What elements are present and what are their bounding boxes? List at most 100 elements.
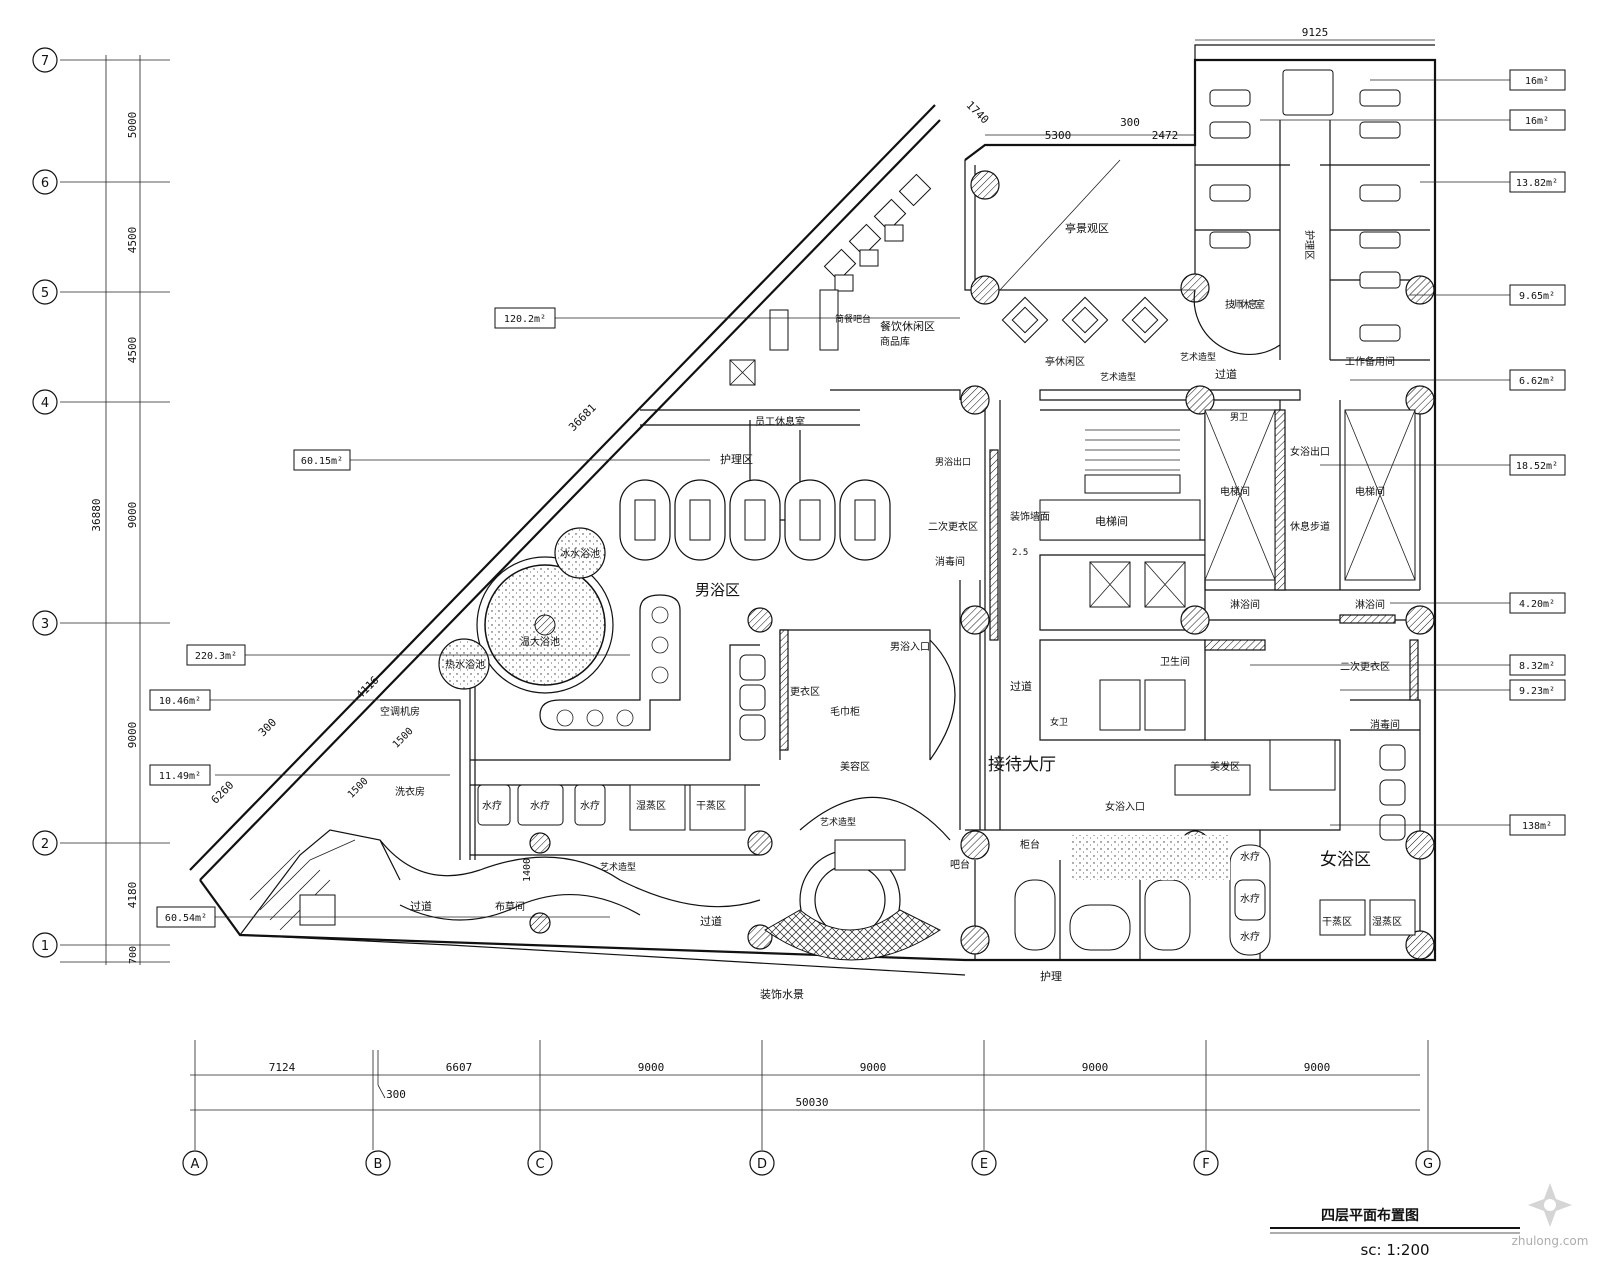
dim-top-9125: 9125: [1302, 26, 1329, 39]
dim-misc-1400: 1400: [522, 858, 533, 882]
area-right-9: 9.23m²: [1519, 686, 1555, 697]
hydro-steam-row: [477, 784, 746, 831]
dim-misc-1500a: 1500: [391, 726, 416, 751]
dim-misc-6260: 6260: [209, 779, 237, 807]
label-beauty-2: 美发区: [1210, 760, 1240, 773]
label-warm-pool: 热水浴池: [445, 658, 485, 671]
dim-bottom-9000b: 9000: [860, 1061, 887, 1074]
label-stair-area: 休息步道: [1290, 520, 1330, 533]
label-shower-right: 淋浴间: [1355, 598, 1385, 611]
label-hot-pool: 温大浴池: [520, 635, 560, 648]
label-dry-steam: 干蒸区: [696, 800, 726, 812]
label-staff-room: 员工休息室: [755, 415, 805, 428]
area-callouts-left: 120.2m² 60.15m² 220.3m² 10.46m² 11.49m² …: [149, 307, 960, 928]
label-second-dress: 二次更衣区: [928, 520, 978, 533]
dim-left-9000b: 9000: [126, 722, 139, 749]
dim-top-300: 300: [1120, 116, 1140, 129]
col-axis-bubbles: A B C D E F G: [182, 1150, 1441, 1176]
dining-furniture: [729, 173, 932, 386]
dim-bottom-9000c: 9000: [1082, 1061, 1109, 1074]
area-right-3: 13.82m²: [1516, 178, 1558, 189]
label-entry-men: 男浴出口: [935, 456, 971, 468]
label-cold-pool: 冰水浴池: [560, 547, 600, 560]
label-passage-4: 过道: [700, 914, 722, 928]
top-right-treatment-rooms: [1209, 69, 1401, 342]
dim-top-1740: 1740: [964, 99, 992, 127]
row-axis-label-5: 5: [41, 286, 49, 301]
dim-left-4180: 4180: [126, 882, 139, 909]
row-axis-label-7: 7: [41, 54, 49, 69]
label-dressing: 更衣区: [790, 685, 820, 698]
label-nursing-left: 护理区: [720, 452, 753, 466]
area-callouts-right: 16m² 16m² 13.82m² 9.65m² 6.62m² 18.52m² …: [1250, 69, 1566, 836]
area-right-5: 6.62m²: [1519, 376, 1555, 387]
label-hydro-3: 水疗: [580, 799, 600, 812]
row-axis-label-6: 6: [41, 176, 49, 191]
dim-top-2472: 2472: [1152, 129, 1179, 142]
col-axis-label-f: F: [1202, 1157, 1209, 1172]
label-aircon: 空调机房: [380, 705, 420, 718]
room-labels: 男浴区 女浴区 接待大厅 护理区 护理区 护理 餐饮休闲区 亭景观区 亭休闲区 …: [380, 221, 1402, 1001]
stairs: [249, 429, 1201, 931]
col-axis-label-g: G: [1423, 1157, 1433, 1172]
col-axis-label-c: C: [535, 1157, 544, 1172]
label-passage-1: 过道: [1215, 367, 1237, 381]
col-axis-label-e: E: [980, 1157, 988, 1172]
area-left-3: 220.3m²: [195, 651, 237, 662]
dim-bottom-9000d: 9000: [1304, 1061, 1331, 1074]
label-beauty: 美容区: [840, 760, 870, 773]
label-wet-steam-2: 湿蒸区: [1372, 916, 1402, 928]
label-storage: 商品库: [880, 335, 910, 348]
label-men-bath: 男浴区: [695, 581, 740, 599]
dim-bottom-7124: 7124: [269, 1061, 296, 1074]
label-men-entry: 男浴入口: [890, 641, 930, 653]
label-shower-left: 淋浴间: [1230, 598, 1260, 611]
label-small-2: 男卫: [1230, 412, 1248, 423]
label-nursing-bottom: 护理: [1040, 969, 1062, 983]
row-axis-label-2: 2: [41, 837, 49, 852]
label-art-shape-2: 艺术造型: [1180, 351, 1216, 363]
dim-bottom-300: 300: [386, 1088, 406, 1101]
label-hydro-5: 水疗: [1240, 892, 1260, 905]
label-passage-3: 过道: [410, 899, 432, 913]
label-hydro-4: 水疗: [1240, 850, 1260, 863]
label-hydro-1: 水疗: [482, 799, 502, 812]
area-left-1: 120.2m²: [504, 314, 546, 325]
label-waterfall: 装饰水景: [760, 987, 804, 1001]
label-wc: 卫生间: [1160, 655, 1190, 668]
drawing-title: 四层平面布置图: [1321, 1207, 1419, 1224]
row-axis-bubbles: 7 6 5 4 3 2 1: [32, 47, 58, 958]
left-axis-group: [60, 55, 170, 965]
label-small-1: 女卫: [1050, 716, 1068, 728]
dim-left-4500a: 4500: [126, 227, 139, 254]
area-right-4: 9.65m²: [1519, 291, 1555, 302]
label-passage-2: 过道: [1010, 679, 1032, 693]
label-women-entry-2: 女浴入口: [1105, 800, 1145, 813]
label-disinfect-r: 消毒间: [1370, 718, 1400, 731]
hatched-wall-strips: [779, 409, 1419, 751]
bottom-axis-group: [190, 1040, 1429, 1150]
label-workroom: 工作备用间: [1345, 355, 1395, 368]
label-disinfect: 消毒间: [935, 555, 965, 568]
label-counter: 柜台: [1020, 838, 1040, 851]
left-dimension-texts: 5000 4500 4500 9000 9000 4180 700 36880: [90, 112, 139, 964]
label-deco-wall: 装饰墙面: [1010, 510, 1050, 523]
area-right-2: 16m²: [1525, 116, 1549, 127]
label-nursing-top: 护理区: [1303, 230, 1316, 260]
area-right-8: 8.32m²: [1519, 661, 1555, 672]
dim-misc-300: 300: [256, 716, 279, 739]
col-axis-label-b: B: [374, 1157, 383, 1172]
dim-left-700: 700: [128, 946, 139, 964]
dim-diagonal-36681: 36681: [566, 401, 599, 434]
label-tech-rest: 技师休息室: [1225, 298, 1265, 311]
dim-misc-1500b: 1500: [346, 776, 371, 801]
row-axis-label-1: 1: [41, 939, 49, 954]
dim-left-9000a: 9000: [126, 502, 139, 529]
label-women-bath: 女浴区: [1320, 850, 1371, 870]
watermark-text: zhulong.com: [1512, 1234, 1589, 1248]
pavilion-area: [999, 159, 1281, 356]
row-axis-label-4: 4: [41, 396, 49, 411]
area-right-6: 18.52m²: [1516, 461, 1558, 472]
dim-left-4500b: 4500: [126, 337, 139, 364]
